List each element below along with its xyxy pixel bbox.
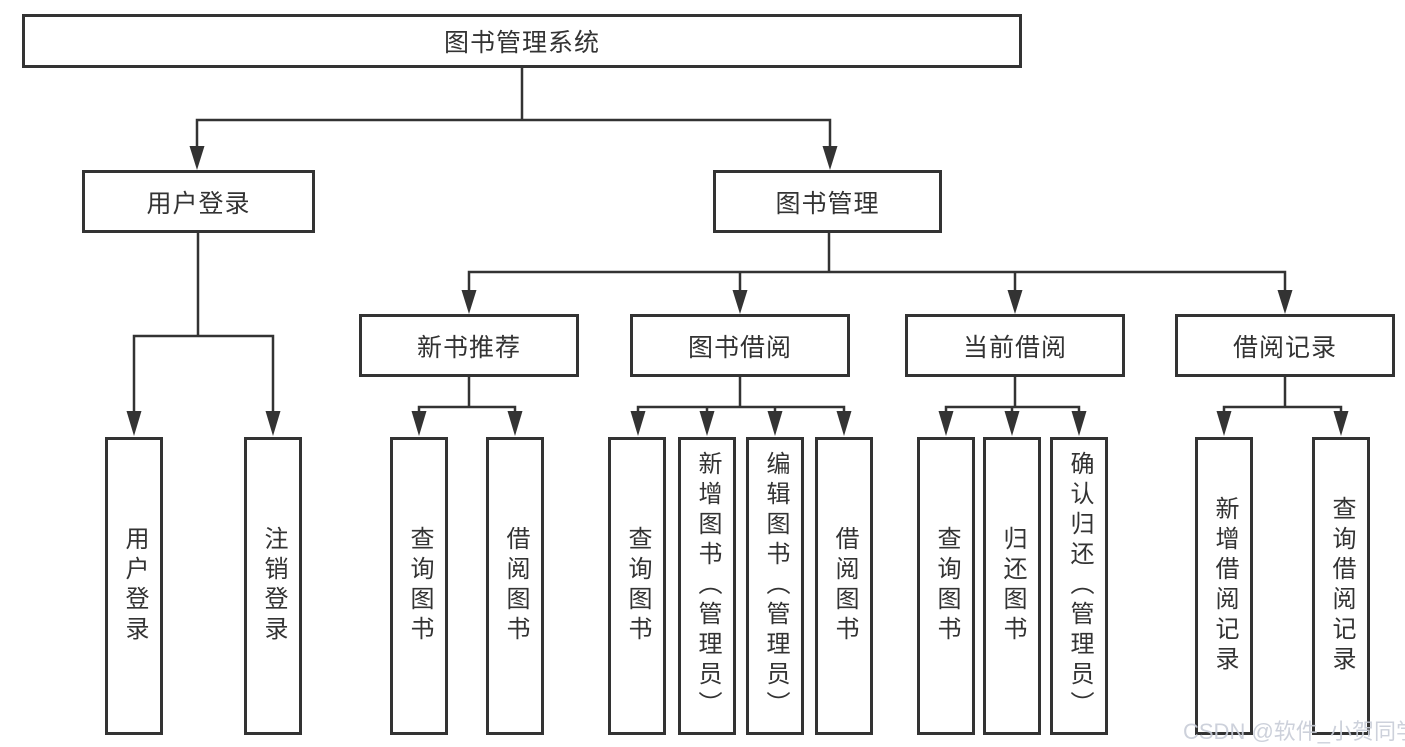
node-book-management: 图书管理 <box>713 170 942 233</box>
node-new-book-recommend: 新书推荐 <box>359 314 579 377</box>
leaf-records-add-record-label: 新增借阅记录 <box>1211 496 1238 676</box>
node-user-login-label: 用户登录 <box>146 189 251 218</box>
node-current-borrowing: 当前借阅 <box>905 314 1125 377</box>
leaf-borrowing-borrow-books: 借阅图书 <box>815 437 873 735</box>
connector-root-to-level2 <box>195 68 832 146</box>
leaf-recommend-query-books: 查询图书 <box>390 437 448 735</box>
node-borrow-records-label: 借阅记录 <box>1232 333 1337 362</box>
leaf-current-confirm-return-admin: 确认归还（管理员） <box>1050 437 1108 735</box>
leaf-user-login: 用户登录 <box>105 437 163 735</box>
leaf-logout-login: 注销登录 <box>244 437 302 735</box>
connector-newbook-to-leaves <box>417 377 517 411</box>
leaf-borrowing-edit-books-admin: 编辑图书（管理员） <box>746 437 804 735</box>
node-borrow-records: 借阅记录 <box>1175 314 1395 377</box>
leaf-recommend-borrow-books-label: 借阅图书 <box>502 526 529 646</box>
arrowhead-icon <box>1071 411 1087 436</box>
leaf-current-return-books: 归还图书 <box>983 437 1041 735</box>
arrowhead-icon <box>836 411 852 436</box>
arrowhead-icon <box>189 146 205 170</box>
arrowhead-icon <box>630 411 646 436</box>
leaf-borrowing-query-books-label: 查询图书 <box>624 526 651 646</box>
arrowhead-icon <box>699 411 715 436</box>
leaf-current-return-books-label: 归还图书 <box>999 526 1026 646</box>
leaf-current-query-books: 查询图书 <box>917 437 975 735</box>
arrowhead-icon <box>1277 290 1293 314</box>
leaf-records-add-record: 新增借阅记录 <box>1195 437 1253 735</box>
arrowhead-icon <box>126 411 142 436</box>
node-new-book-recommend-label: 新书推荐 <box>416 333 521 362</box>
leaf-current-confirm-return-admin-label: 确认归还（管理员） <box>1066 451 1093 721</box>
arrowhead-icon <box>1004 411 1020 436</box>
connector-lines <box>132 68 1343 411</box>
leaf-recommend-borrow-books: 借阅图书 <box>486 437 544 735</box>
arrowhead-icon <box>265 411 281 436</box>
connector-borrowing-to-leaves <box>636 377 846 411</box>
node-user-login: 用户登录 <box>82 170 315 233</box>
arrowhead-icon <box>767 411 783 436</box>
arrowhead-icon <box>1216 411 1232 436</box>
arrowheads <box>126 146 1349 436</box>
leaf-borrowing-add-books-admin: 新增图书（管理员） <box>678 437 736 735</box>
csdn-watermark: CSDN @软件_小贺同学 <box>1183 719 1405 744</box>
connector-userlogin-to-leaves <box>132 233 275 411</box>
leaf-borrowing-query-books: 查询图书 <box>608 437 666 735</box>
arrowhead-icon <box>938 411 954 436</box>
leaf-user-login-label: 用户登录 <box>121 526 148 646</box>
leaf-current-query-books-label: 查询图书 <box>933 526 960 646</box>
connector-records-to-leaves <box>1222 377 1343 411</box>
node-library-system-label: 图书管理系统 <box>443 29 600 57</box>
connector-current-to-leaves <box>944 377 1081 411</box>
arrowhead-icon <box>461 290 477 314</box>
leaf-records-query-record: 查询借阅记录 <box>1312 437 1370 735</box>
node-book-borrowing: 图书借阅 <box>630 314 850 377</box>
node-book-borrowing-label: 图书借阅 <box>687 333 792 362</box>
arrowhead-icon <box>732 290 748 314</box>
connector-bookmgmt-to-level3 <box>467 233 1287 290</box>
node-current-borrowing-label: 当前借阅 <box>962 333 1067 362</box>
leaf-logout-login-label: 注销登录 <box>260 526 287 646</box>
node-book-management-label: 图书管理 <box>775 189 880 218</box>
leaf-borrowing-borrow-books-label: 借阅图书 <box>831 526 858 646</box>
leaf-records-query-record-label: 查询借阅记录 <box>1328 496 1355 676</box>
arrowhead-icon <box>507 411 523 436</box>
leaf-recommend-query-books-label: 查询图书 <box>406 526 433 646</box>
leaf-borrowing-add-books-admin-label: 新增图书（管理员） <box>694 451 721 721</box>
node-library-system: 图书管理系统 <box>22 14 1022 68</box>
arrowhead-icon <box>822 146 838 170</box>
leaf-borrowing-edit-books-admin-label: 编辑图书（管理员） <box>762 451 789 721</box>
arrowhead-icon <box>1007 290 1023 314</box>
arrowhead-icon <box>411 411 427 436</box>
arrowhead-icon <box>1333 411 1349 436</box>
